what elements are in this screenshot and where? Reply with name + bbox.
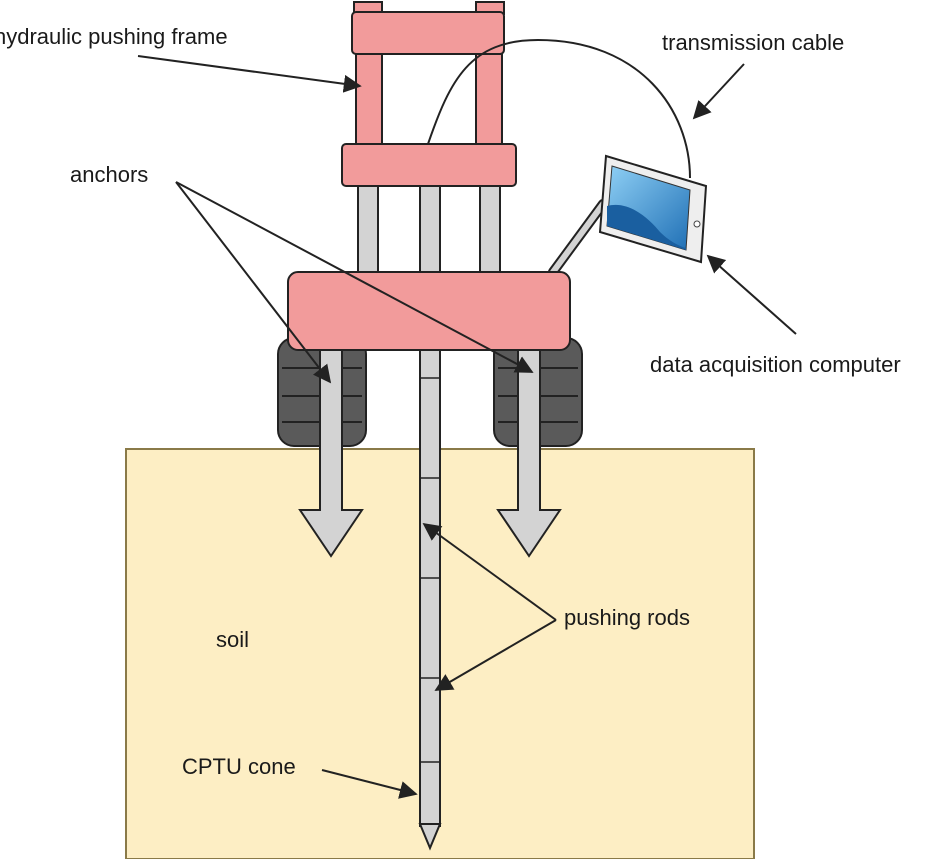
pointer-cable <box>692 63 745 120</box>
data-acquisition-tablet <box>598 154 708 264</box>
anchor-left <box>298 349 364 558</box>
frame-column-left <box>357 185 379 275</box>
pointer-rod-upper <box>422 522 557 621</box>
pointer-anchor-left <box>175 181 332 384</box>
pointer-frame <box>137 55 362 93</box>
hydraulic-frame <box>341 1 517 187</box>
label-soil: soil <box>216 627 250 652</box>
label-hydraulic-pushing-frame: hydraulic pushing frame <box>0 24 228 49</box>
pointer-rod-lower <box>434 619 557 691</box>
pointer-cone <box>321 769 418 799</box>
frame-column-right <box>479 185 501 275</box>
label-cptu-cone: CPTU cone <box>182 754 296 779</box>
label-data-acquisition-computer: data acquisition computer <box>650 352 901 377</box>
label-pushing-rods: pushing rods <box>564 605 690 630</box>
transmission-cable <box>427 38 691 179</box>
base-plate <box>287 271 571 351</box>
pointer-computer <box>706 254 797 335</box>
pointer-anchor-right <box>175 181 534 373</box>
label-anchors: anchors <box>70 162 149 187</box>
cptu-cone <box>418 823 442 851</box>
anchor-right <box>496 349 562 558</box>
computer-mount <box>548 199 608 277</box>
label-transmission-cable: transmission cable <box>662 30 845 55</box>
